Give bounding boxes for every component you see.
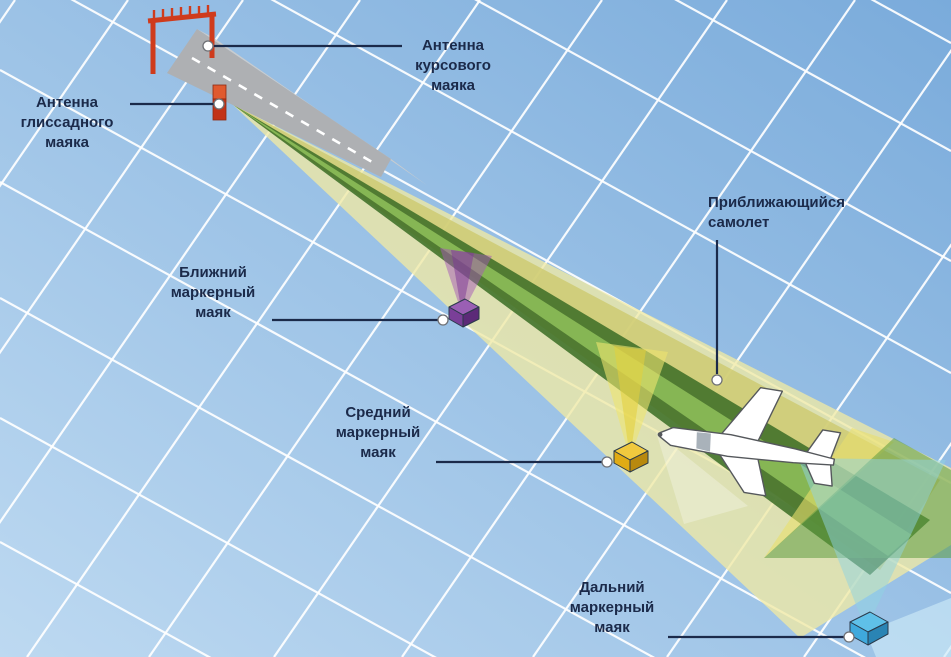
dot-glideslope bbox=[213, 98, 225, 110]
label-outer-marker: Дальний маркерный маяк bbox=[569, 579, 655, 636]
localizer-beam bbox=[232, 104, 951, 638]
dot-localizer bbox=[202, 40, 214, 52]
label-inner-marker: Ближний маркерный маяк bbox=[170, 264, 256, 321]
far-vertical-fans bbox=[764, 428, 951, 657]
aircraft-glow bbox=[656, 432, 748, 524]
middle-marker-beacon bbox=[596, 342, 668, 473]
outer-marker-glow bbox=[866, 598, 951, 657]
dot-middle-marker bbox=[601, 456, 613, 468]
label-middle-marker: Средний маркерный маяк bbox=[335, 404, 421, 461]
label-approaching-aircraft: Приближающийся самолет bbox=[708, 194, 845, 231]
dot-aircraft bbox=[711, 374, 723, 386]
leader-lines bbox=[130, 44, 844, 639]
aircraft-windshield bbox=[696, 432, 711, 452]
localizer-dipole-elements bbox=[152, 5, 210, 20]
aircraft-spinner bbox=[657, 432, 663, 437]
label-glideslope-antenna: Антенна глиссадного маяка bbox=[20, 94, 114, 151]
label-localizer-antenna: Антенна курсового маяка bbox=[415, 37, 491, 94]
callout-dots bbox=[202, 40, 855, 643]
localizer-antenna-structure bbox=[147, 5, 217, 74]
inner-marker-beacon bbox=[440, 248, 492, 328]
dot-inner-marker bbox=[437, 314, 449, 326]
runway bbox=[167, 29, 428, 186]
aircraft bbox=[657, 387, 842, 497]
dot-outer-marker bbox=[843, 631, 855, 643]
outer-marker-fan bbox=[798, 458, 946, 630]
outer-marker-beacon bbox=[849, 611, 889, 646]
